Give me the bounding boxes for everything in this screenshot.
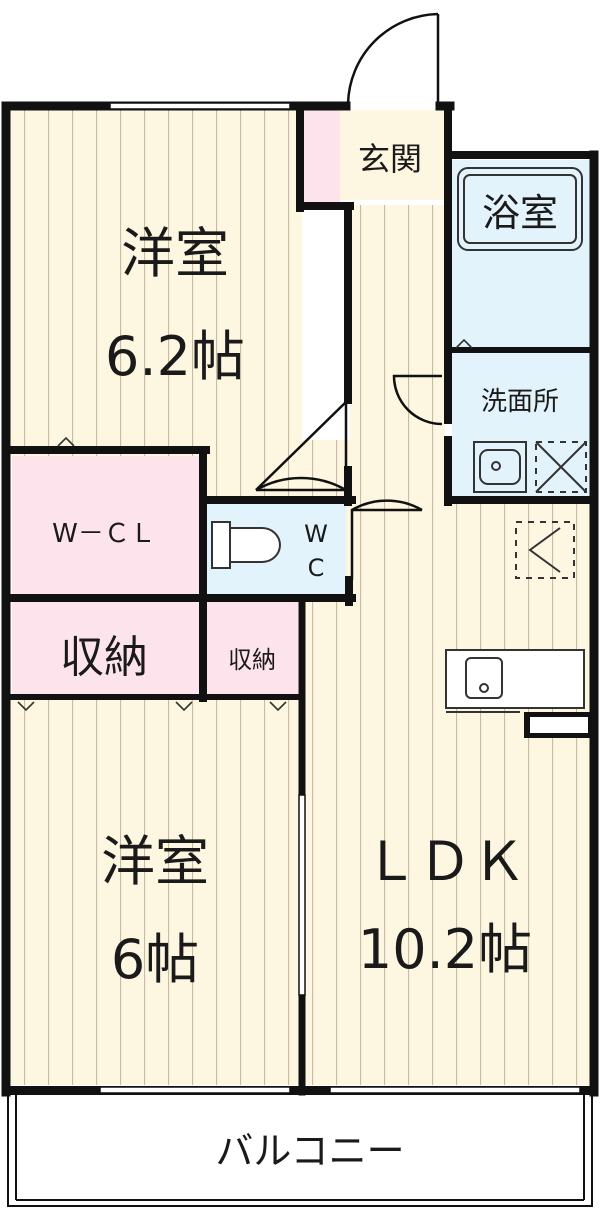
- room1-name: 洋室: [121, 222, 229, 285]
- toilet-label-w: W: [304, 520, 328, 548]
- balcony-label: バルコニー: [215, 1129, 404, 1173]
- interior-doors: [255, 374, 443, 580]
- entrance-floor: [340, 110, 444, 200]
- toilet-fixture: [211, 521, 281, 569]
- wcl-label: W－ＣＬ: [52, 519, 156, 549]
- ldk-name: ＬＤＫ: [364, 830, 526, 893]
- entrance-label: 玄関: [358, 140, 422, 178]
- ldk-size: 10.2帖: [358, 918, 532, 981]
- room1-size: 6.2帖: [105, 325, 245, 388]
- room2-size: 6帖: [111, 928, 199, 991]
- front-door: [346, 12, 440, 106]
- storage-large-label: 収納: [60, 632, 148, 683]
- room2-name: 洋室: [101, 830, 209, 893]
- bathtub: [457, 167, 583, 251]
- wood-floor: [10, 106, 590, 1085]
- windows: [99, 102, 581, 1094]
- closet-marks: [17, 338, 473, 712]
- washer-space: [535, 441, 587, 493]
- fridge-space: [515, 521, 575, 579]
- storage-small-label: 収納: [228, 646, 276, 674]
- toilet-label-c: C: [308, 554, 325, 582]
- balcony-frame: [7, 1093, 593, 1207]
- kitchen-counter: [445, 649, 585, 713]
- washbasin: [473, 441, 527, 493]
- storage-areas: [12, 110, 340, 694]
- washroom-label: 洗面所: [481, 387, 559, 417]
- bath-label: 浴室: [482, 191, 558, 235]
- room-labels: 洋室 6.2帖 玄関 浴室 洗面所 W－ＣＬ W C 収納 収納 洋室 6帖 Ｌ…: [52, 140, 559, 1173]
